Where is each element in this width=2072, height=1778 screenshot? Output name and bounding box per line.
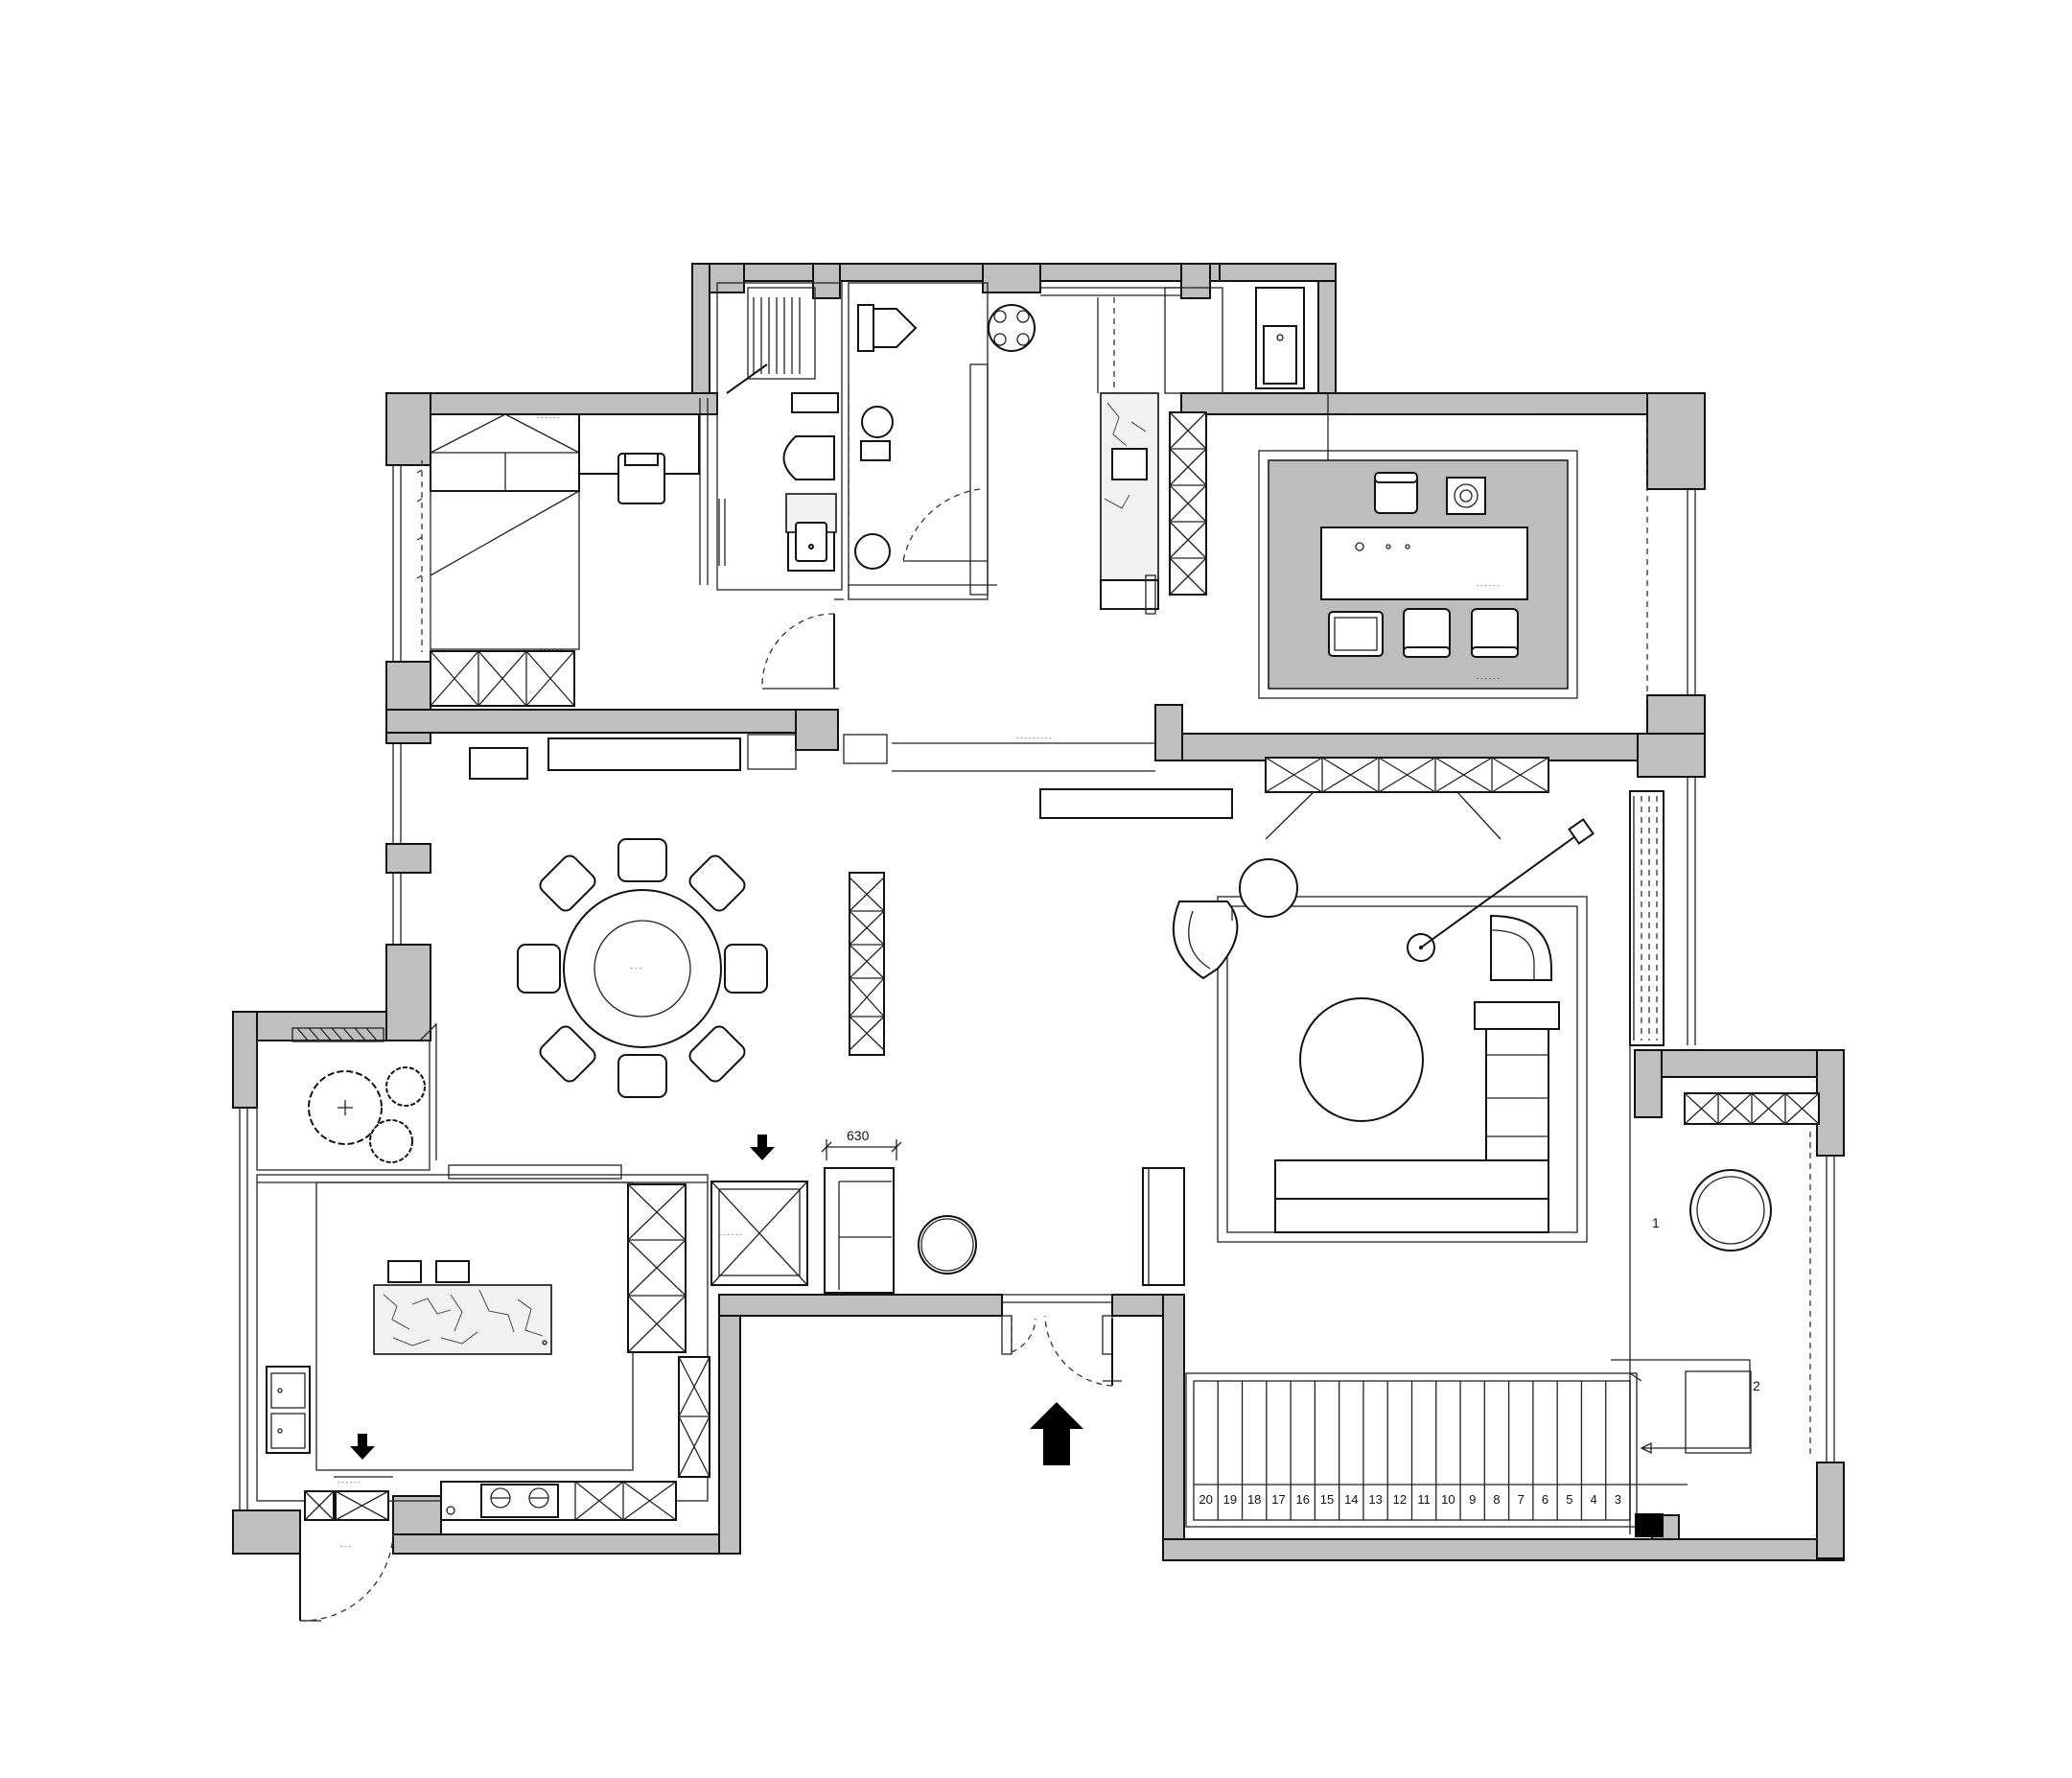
tree-icon [385, 1066, 426, 1107]
step-number: 15 [1320, 1492, 1334, 1507]
step-number: 9 [1469, 1492, 1476, 1507]
down-arrow-icon [350, 1434, 375, 1460]
step-number: 19 [1223, 1492, 1237, 1507]
step-number: 7 [1518, 1492, 1525, 1507]
coffee-table [1299, 997, 1424, 1122]
step-number: 18 [1247, 1492, 1261, 1507]
console [1142, 1167, 1185, 1286]
bathroom-left [716, 282, 843, 591]
utility-room [988, 287, 1305, 615]
dimension-630: 630 [821, 1128, 902, 1160]
wall-panel [1629, 790, 1665, 1046]
wardrobe [430, 650, 575, 707]
kitchen: - - - - - - [256, 1164, 710, 1521]
svg-text:- - - - - -: - - - - - - [1477, 676, 1500, 683]
corridor-door [761, 598, 844, 690]
base-cabinets [304, 1481, 677, 1521]
entry-arrow-icon [1030, 1402, 1083, 1465]
toilet-icon [782, 435, 835, 480]
tea-table [1320, 526, 1528, 600]
kitchen-tall-cabinets [627, 1183, 710, 1478]
arrows [350, 1135, 1083, 1465]
annotations: - - - - - - - - - - - - - - - - - - - - … [537, 415, 1500, 1239]
svg-text:- - - - - - - - -: - - - - - - - - - [1016, 736, 1052, 742]
bathroom-middle [848, 282, 997, 600]
step-number: 10 [1441, 1492, 1455, 1507]
entry-cabinets [710, 1167, 1185, 1294]
svg-text:- - - - - -: - - - - - - [338, 1480, 361, 1486]
floor-lamp [1407, 818, 1595, 962]
svg-text:- - - - - -: - - - - - - [540, 647, 563, 654]
kitchen-door: - - - [299, 1530, 394, 1622]
step-number: 13 [1368, 1492, 1382, 1507]
round-table [1689, 1169, 1772, 1252]
tv-cabinet [1265, 757, 1549, 840]
sink-icon [795, 522, 827, 562]
landing-label: 2 [1753, 1378, 1760, 1393]
svg-text:- - -: - - - [340, 1544, 352, 1551]
bedroom [416, 413, 700, 707]
round-stool [918, 1215, 977, 1275]
svg-text:- - - - - -: - - - - - - [1477, 583, 1500, 590]
step-number: 4 [1590, 1492, 1596, 1507]
step-number: 8 [1493, 1492, 1500, 1507]
armchair [1328, 611, 1384, 657]
step-number: 20 [1199, 1492, 1212, 1507]
stool [1446, 477, 1486, 515]
stove-icon [480, 1484, 559, 1518]
dining-table [517, 838, 768, 1098]
walls [232, 263, 1845, 1561]
step-number: 6 [1542, 1492, 1548, 1507]
entry-door [1001, 1294, 1122, 1387]
living-area [1172, 818, 1595, 1243]
balcony-cabinet [1684, 1092, 1820, 1125]
balcony [1684, 1092, 1820, 1458]
lounge-chairs [1172, 858, 1552, 981]
svg-text:- - - - - -: - - - - - - [537, 415, 560, 422]
landing-label: 1 [1652, 1215, 1660, 1230]
partition-cabinets [469, 734, 1233, 819]
step-number: 14 [1344, 1492, 1358, 1507]
staircase: 20 19 18 17 16 15 14 13 12 11 10 9 8 7 6 5 4 3 1 2 [1185, 1041, 1760, 1537]
tree-icon [369, 1119, 413, 1163]
sink-icon [1263, 325, 1297, 385]
svg-text:- - - - - -: - - - - - - [719, 1232, 742, 1239]
step-number: 5 [1566, 1492, 1572, 1507]
stove-icon [988, 304, 1036, 352]
sink-icon [1111, 448, 1148, 480]
planter [256, 1022, 437, 1171]
island [373, 1260, 552, 1355]
svg-text:- - -: - - - [631, 966, 642, 972]
window-frames [239, 287, 1835, 1510]
step-number: 17 [1271, 1492, 1285, 1507]
sofa [1274, 1001, 1560, 1233]
step-number: 16 [1296, 1492, 1310, 1507]
tall-cabinet [1169, 411, 1207, 596]
step-number: 11 [1417, 1492, 1431, 1507]
down-arrow-icon [750, 1135, 775, 1160]
dimension-label: 630 [847, 1128, 870, 1143]
room-divider-cabinet [849, 872, 885, 1056]
kitchen-sink [266, 1366, 311, 1454]
step-number: 12 [1393, 1492, 1407, 1507]
step-number: 3 [1615, 1492, 1621, 1507]
study-room [1258, 422, 1648, 700]
dining-chairs [517, 838, 768, 1098]
